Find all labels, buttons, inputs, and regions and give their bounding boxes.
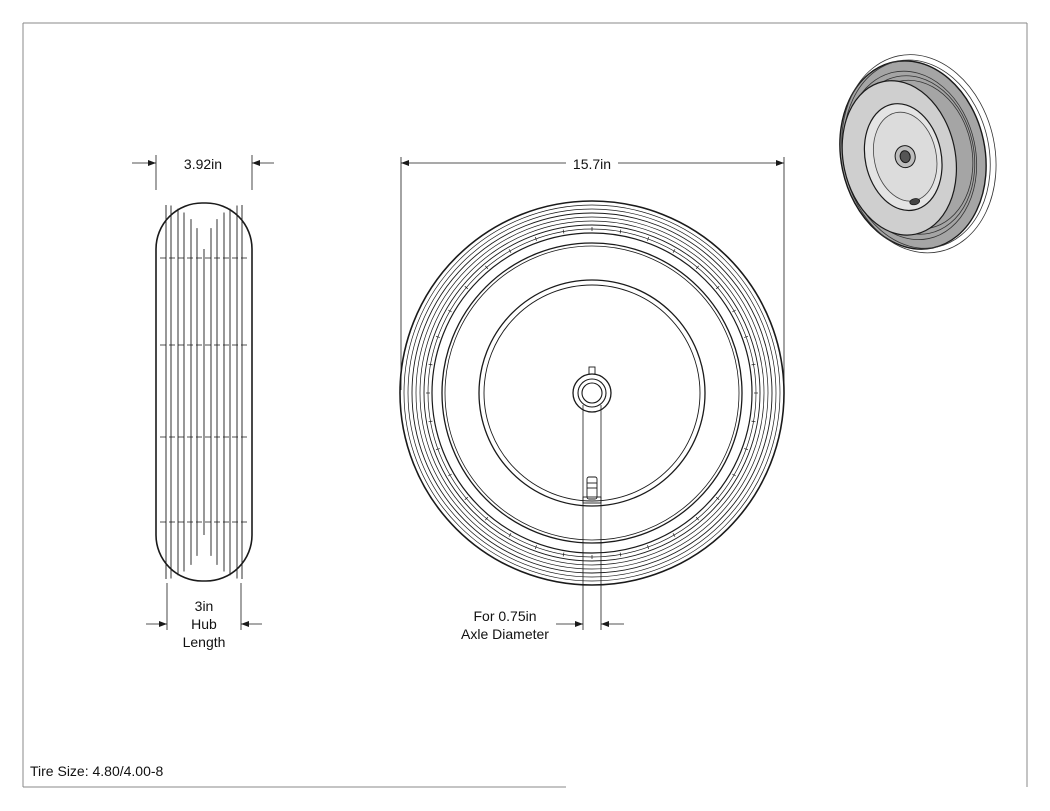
wheel-ring <box>483 284 701 502</box>
axle-label-line1: For 0.75in <box>473 608 537 624</box>
tread-tick <box>619 552 622 557</box>
tread-tick <box>672 249 676 253</box>
drawing-frame <box>22 22 1028 788</box>
axle-label-line2: Axle Diameter <box>461 626 549 642</box>
hub-length-value-label: 3in <box>194 598 214 614</box>
tread-tick <box>508 533 512 537</box>
tire-width-label: 3.92in <box>183 156 223 172</box>
tread-tick <box>619 229 622 234</box>
wheel-ring <box>478 279 706 507</box>
wheel-ring <box>444 245 740 541</box>
tread-tick <box>647 236 650 241</box>
tread-tick <box>744 448 749 451</box>
tread-tick <box>695 516 699 521</box>
tread-tick <box>485 516 489 521</box>
tread-tick <box>647 545 650 550</box>
tread-tick <box>715 286 720 290</box>
tire-side-view <box>155 202 253 582</box>
tread-tick <box>485 265 489 270</box>
wheel-ring <box>415 216 769 570</box>
tread-tick <box>534 545 537 550</box>
tread-tick <box>562 552 565 557</box>
hub-length-label-line3: Length <box>182 634 226 650</box>
tread-tick <box>732 473 736 477</box>
wheel-ring <box>441 242 743 544</box>
valve-stem <box>582 476 602 504</box>
axle-dimension <box>556 405 624 630</box>
tread-tick <box>435 448 440 451</box>
tread-tick <box>428 420 433 423</box>
tire-diameter-label: 15.7in <box>572 156 612 172</box>
tread-tick <box>744 335 749 338</box>
hub-length-dimension <box>146 583 262 630</box>
tread-tick <box>448 473 452 477</box>
wheel-ring <box>403 204 781 582</box>
diameter-dimension <box>400 157 785 390</box>
tread-tick <box>751 363 756 366</box>
wheel-ring <box>399 200 785 586</box>
tread-tick <box>508 249 512 253</box>
tread-tick <box>435 335 440 338</box>
tread-tick <box>534 236 537 241</box>
wheel-front-view <box>399 200 785 586</box>
wheel-ring <box>407 208 777 578</box>
tread-tick <box>464 496 469 500</box>
wheel-isometric-view <box>839 54 997 254</box>
tread-tick <box>428 363 433 366</box>
wheel-ring <box>423 224 761 562</box>
tread-tick <box>464 286 469 290</box>
tread-tick <box>751 420 756 423</box>
width-dimension <box>132 155 274 190</box>
tread-tick <box>732 309 736 313</box>
wheel-ring <box>419 220 765 566</box>
tread-tick <box>695 265 699 270</box>
tread-tick <box>715 496 720 500</box>
tire-size-label: Tire Size: 4.80/4.00-8 <box>30 763 164 779</box>
hub-length-label-line2: Hub <box>191 616 217 632</box>
tread-tick <box>448 309 452 313</box>
tread-tick <box>672 533 676 537</box>
wheel-ring <box>431 232 753 554</box>
wheel-ring <box>411 212 773 574</box>
wheel-ring <box>427 228 757 558</box>
tread-tick <box>562 229 565 234</box>
